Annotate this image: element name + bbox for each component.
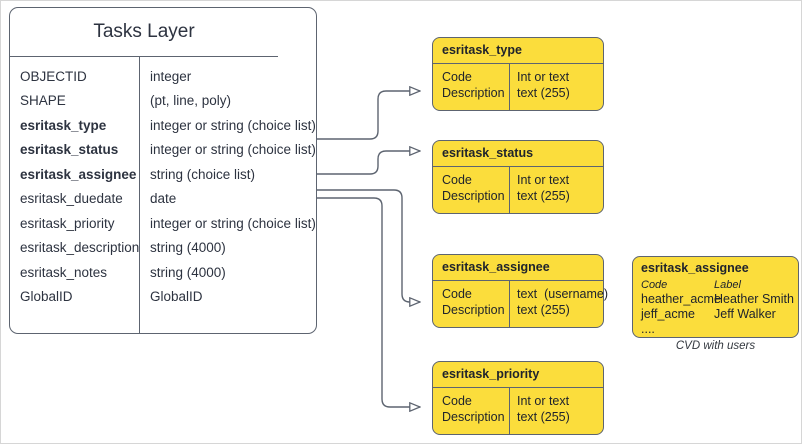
entity-field-type: integer or string (choice list) bbox=[150, 215, 316, 231]
entity-field-name: OBJECTID bbox=[20, 68, 87, 84]
cvd-label: Heather Smith bbox=[714, 292, 794, 306]
domain-box-esritask-type[interactable]: esritask_type Code Description Int or te… bbox=[432, 37, 604, 111]
entity-field-row: esritask_description string (4000) bbox=[10, 236, 316, 261]
entity-field-row: esritask_duedate date bbox=[10, 187, 316, 212]
domain-title-divider bbox=[433, 166, 603, 167]
entity-field-name: esritask_type bbox=[20, 117, 107, 133]
domain-column-divider bbox=[509, 166, 510, 213]
entity-field-type: string (4000) bbox=[150, 264, 226, 280]
domain-title-divider bbox=[433, 280, 603, 281]
domain-title: esritask_priority bbox=[442, 367, 540, 381]
entity-field-type: string (choice list) bbox=[150, 166, 256, 182]
entity-field-row: SHAPE (pt, line, poly) bbox=[10, 89, 316, 114]
cvd-code: heather_acme bbox=[641, 292, 721, 306]
entity-field-row: esritask_priority integer or string (choi… bbox=[10, 211, 316, 236]
entity-field-name: esritask_notes bbox=[20, 264, 108, 280]
entity-field-name: GlobalID bbox=[20, 289, 73, 305]
domain-title-divider bbox=[433, 63, 603, 64]
domain-field-names: Code Description bbox=[442, 173, 505, 203]
cvd-title: esritask_assignee bbox=[641, 261, 749, 275]
entity-field-type: integer or string (choice list) bbox=[150, 117, 316, 133]
entity-title: Tasks Layer bbox=[93, 21, 195, 42]
entity-column-divider bbox=[139, 56, 140, 333]
domain-column-divider bbox=[509, 63, 510, 110]
entity-field-type: string (4000) bbox=[150, 240, 226, 256]
domain-field-names: Code Description bbox=[442, 70, 505, 100]
entity-field-type: integer bbox=[150, 68, 192, 84]
entity-field-name: esritask_assignee bbox=[20, 166, 137, 182]
domain-title: esritask_status bbox=[442, 146, 534, 160]
cvd-code: .... bbox=[641, 322, 655, 336]
cvd-value-row: .... bbox=[641, 322, 794, 337]
entity-field-row: esritask_assignee string (choice list) bbox=[10, 162, 316, 187]
domain-field-types: Int or text text (255) bbox=[517, 70, 570, 100]
domain-column-divider bbox=[509, 280, 510, 327]
domain-box-esritask-status[interactable]: esritask_status Code Description Int or … bbox=[432, 140, 604, 214]
entity-field-row: GlobalID GlobalID bbox=[10, 285, 316, 310]
cvd-caption: CVD with users bbox=[675, 340, 756, 352]
domain-field-names: Code Description bbox=[442, 287, 505, 317]
entity-field-type: GlobalID bbox=[150, 289, 203, 305]
cvd-code: jeff_acme bbox=[641, 307, 695, 321]
domain-box-esritask-assignee[interactable]: esritask_assignee Code Description text … bbox=[432, 254, 608, 328]
entity-field-row: esritask_notes string (4000) bbox=[10, 260, 316, 285]
entity-field-row: OBJECTID integer bbox=[10, 64, 316, 89]
cvd-header-row: Code Label bbox=[641, 278, 794, 292]
domain-column-divider bbox=[509, 387, 510, 434]
cvd-header-label: Label bbox=[714, 279, 741, 291]
domain-field-types: text (username) text (255) bbox=[517, 287, 609, 317]
entity-field-name: SHAPE bbox=[20, 93, 66, 109]
domain-title-divider bbox=[433, 387, 603, 388]
cvd-value-row: jeff_acme Jeff Walker bbox=[641, 307, 794, 322]
connector-status bbox=[317, 151, 420, 175]
domain-box-esritask-priority[interactable]: esritask_priority Code Description Int o… bbox=[432, 361, 604, 435]
entity-field-name: esritask_duedate bbox=[20, 191, 123, 207]
connector-assignee bbox=[317, 189, 420, 302]
connector-type bbox=[317, 91, 420, 140]
domain-title: esritask_assignee bbox=[442, 260, 550, 274]
connector-priority bbox=[317, 197, 420, 407]
entity-field-name: esritask_status bbox=[20, 142, 119, 158]
cvd-label: Jeff Walker bbox=[714, 307, 776, 321]
entity-field-type: integer or string (choice list) bbox=[150, 142, 316, 158]
entity-field-type: date bbox=[150, 191, 177, 207]
domain-field-names: Code Description bbox=[442, 394, 505, 424]
entity-field-row: esritask_status integer or string (choice… bbox=[10, 138, 316, 163]
domain-field-types: Int or text text (255) bbox=[517, 173, 570, 203]
entity-title-divider bbox=[10, 56, 278, 57]
entity-field-row: esritask_type integer or string (choice l… bbox=[10, 113, 316, 138]
domain-field-types: Int or text text (255) bbox=[517, 394, 570, 424]
domain-title: esritask_type bbox=[442, 43, 522, 57]
entity-field-name: esritask_priority bbox=[20, 215, 115, 231]
entity-field-type: (pt, line, poly) bbox=[150, 93, 232, 109]
entity-field-name: esritask_description bbox=[20, 240, 140, 256]
cvd-header-code: Code bbox=[641, 279, 668, 291]
